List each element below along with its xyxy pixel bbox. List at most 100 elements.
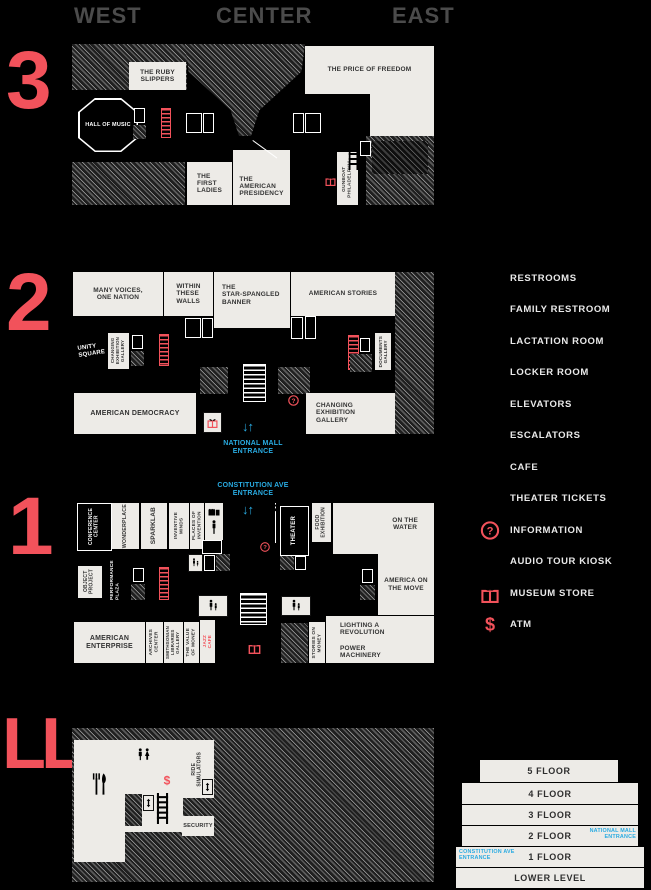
hatch-area — [133, 125, 146, 139]
legend-label: LOCKER ROOM — [510, 367, 589, 378]
hatch-area — [125, 794, 142, 826]
floor-1-map: CONFERENCE CENTER WONDERPLACE SPARKLAB I… — [72, 502, 434, 663]
legend-item-theater-tickets: THEATER TICKETS — [478, 489, 612, 509]
escalators-icon — [478, 426, 502, 445]
hatch-area — [395, 272, 434, 434]
room-changing-gallery-east: CHANGING EXHIBITION GALLERY — [306, 393, 395, 434]
lower-level-map: $ RIDE SIMULATORS SECURITY — [72, 728, 434, 882]
room-unity-square: UNITY SQUARE — [77, 343, 106, 359]
museum-store-icon — [325, 175, 336, 186]
restrooms-icon — [185, 318, 201, 338]
legend-label: INFORMATION — [510, 524, 583, 536]
person-icon — [210, 520, 218, 535]
svg-text:?: ? — [487, 525, 494, 537]
legend-item-museum-store: MUSEUM STORE — [478, 583, 612, 603]
diagram-level-lower: LOWER LEVEL — [456, 868, 644, 888]
room-object-project: OBJECT PROJECT — [78, 566, 102, 598]
restrooms-icon — [186, 113, 202, 133]
stairs-icon — [145, 332, 157, 364]
elevator-icon — [305, 316, 316, 339]
stairs-icon — [146, 565, 157, 598]
legend-label: ELEVATORS — [510, 398, 572, 410]
dining-icon — [92, 772, 108, 796]
legend-item-information: ? INFORMATION — [478, 520, 612, 540]
cafeteria-area — [74, 740, 125, 862]
legend-item-audio-tour-kiosk: AUDIO TOUR KIOSK — [478, 552, 612, 572]
room-american-presidency: THE AMERICAN PRESIDENCY — [233, 150, 290, 205]
room-many-voices: MANY VOICES, ONE NATION — [73, 272, 163, 316]
elevator-icon — [360, 338, 370, 352]
legend: RESTROOMS FAMILY RESTROOM LACTATION ROOM LO… — [478, 268, 612, 635]
room-changing-gallery-west: CHANGING EXHIBITION GALLERY — [108, 333, 129, 369]
legend-item-locker-room: LOCKER ROOM — [478, 363, 612, 383]
legend-label: ESCALATORS — [510, 430, 581, 441]
hatch-area — [131, 351, 144, 366]
entrance-arrows: ↓↑ — [242, 502, 254, 517]
elevator-icon — [293, 113, 304, 133]
atm-icon: $ — [163, 774, 171, 787]
svg-text:?: ? — [292, 398, 296, 405]
hatch-area — [72, 162, 185, 205]
room-lighting-power: LIGHTING A REVOLUTION POWER MACHINERY — [326, 616, 434, 663]
information-icon: ? — [288, 395, 299, 406]
room-wonderplace: WONDERPLACE — [112, 503, 139, 549]
room-value-of-money: THE VALUE OF MONEY — [184, 622, 199, 663]
ticket-desk-area — [205, 503, 223, 540]
cafe-icon — [478, 458, 502, 477]
elevator-icon — [133, 568, 144, 582]
room-american-enterprise: AMERICAN ENTERPRISE — [74, 622, 145, 663]
elevators-icon — [478, 394, 502, 414]
information-icon: ? — [260, 542, 270, 552]
family-restroom-icon — [188, 554, 203, 572]
room-jazz-cafe: JAZZ CAFE — [200, 620, 215, 663]
room-performance-plaza: PERFORMANCE PLAZA — [110, 560, 121, 600]
room-security: SECURITY — [182, 816, 214, 836]
hatch-area — [360, 585, 375, 600]
stairwell — [240, 593, 267, 625]
hatch-area — [350, 354, 372, 372]
floor-3-number: 3 — [6, 35, 52, 126]
stairs-icon — [156, 793, 169, 824]
cafe-icon — [282, 353, 296, 366]
room-places-of-invention: PLACES OF INVENTION — [190, 503, 204, 549]
header-east: EAST — [392, 3, 455, 28]
hatch-area — [280, 556, 294, 570]
elevator-icon — [295, 556, 306, 570]
header-west: WEST — [74, 3, 142, 28]
escalator-icon — [159, 567, 169, 600]
restrooms-icon — [305, 113, 321, 133]
family-restroom-icon — [198, 595, 228, 617]
room-theater: THEATER — [280, 506, 309, 556]
diagram-constitution-ave-entrance: CONSTITUTION AVE ENTRANCE — [459, 849, 515, 862]
museum-store-icon — [248, 641, 261, 654]
floor-3-map: THE RUBY SLIPPERS THE PRICE OF FREEDOM G… — [72, 44, 434, 205]
theater-tickets-icon — [478, 489, 502, 508]
legend-item-restrooms: RESTROOMS — [478, 268, 612, 288]
hatch-area — [131, 584, 145, 600]
elevator-icon — [362, 569, 373, 583]
legend-item-family-restroom: FAMILY RESTROOM — [478, 300, 612, 320]
legend-label: LACTATION ROOM — [510, 335, 605, 347]
legend-label: AUDIO TOUR KIOSK — [510, 556, 613, 567]
elevator-icon — [203, 113, 214, 133]
room-within-these-walls: WITHIN THESE WALLS — [164, 272, 213, 316]
diagram-level-5: 5 FLOOR — [480, 760, 618, 782]
elevator-icon — [134, 108, 145, 123]
audio-tour-kiosk-icon — [478, 552, 502, 571]
family-restroom-icon — [281, 596, 311, 616]
diagram-level-4: 4 FLOOR — [462, 783, 638, 804]
elevator-icon — [143, 795, 154, 811]
room-america-on-the-move: AMERICA ON THE MOVE — [378, 554, 434, 615]
room-libraries-gallery: SMITHSONIAN LIBRARIES GALLERY — [164, 622, 183, 663]
svg-text:?: ? — [263, 545, 267, 551]
room-archives-center: ARCHIVES CENTER — [146, 622, 163, 663]
room-american-stories: AMERICAN STORIES — [291, 272, 395, 316]
restrooms-icon — [478, 268, 502, 288]
room-ruby-slippers: THE RUBY SLIPPERS — [129, 62, 186, 90]
constitution-ave-entrance-label: CONSTITUTION AVE ENTRANCE — [217, 482, 289, 498]
legend-label: RESTROOMS — [510, 272, 577, 284]
room-american-democracy: AMERICAN DEMOCRACY — [74, 393, 196, 434]
svg-text:$: $ — [164, 774, 171, 787]
floor-ll-number: LL — [2, 704, 85, 784]
hatch-area — [200, 367, 228, 394]
